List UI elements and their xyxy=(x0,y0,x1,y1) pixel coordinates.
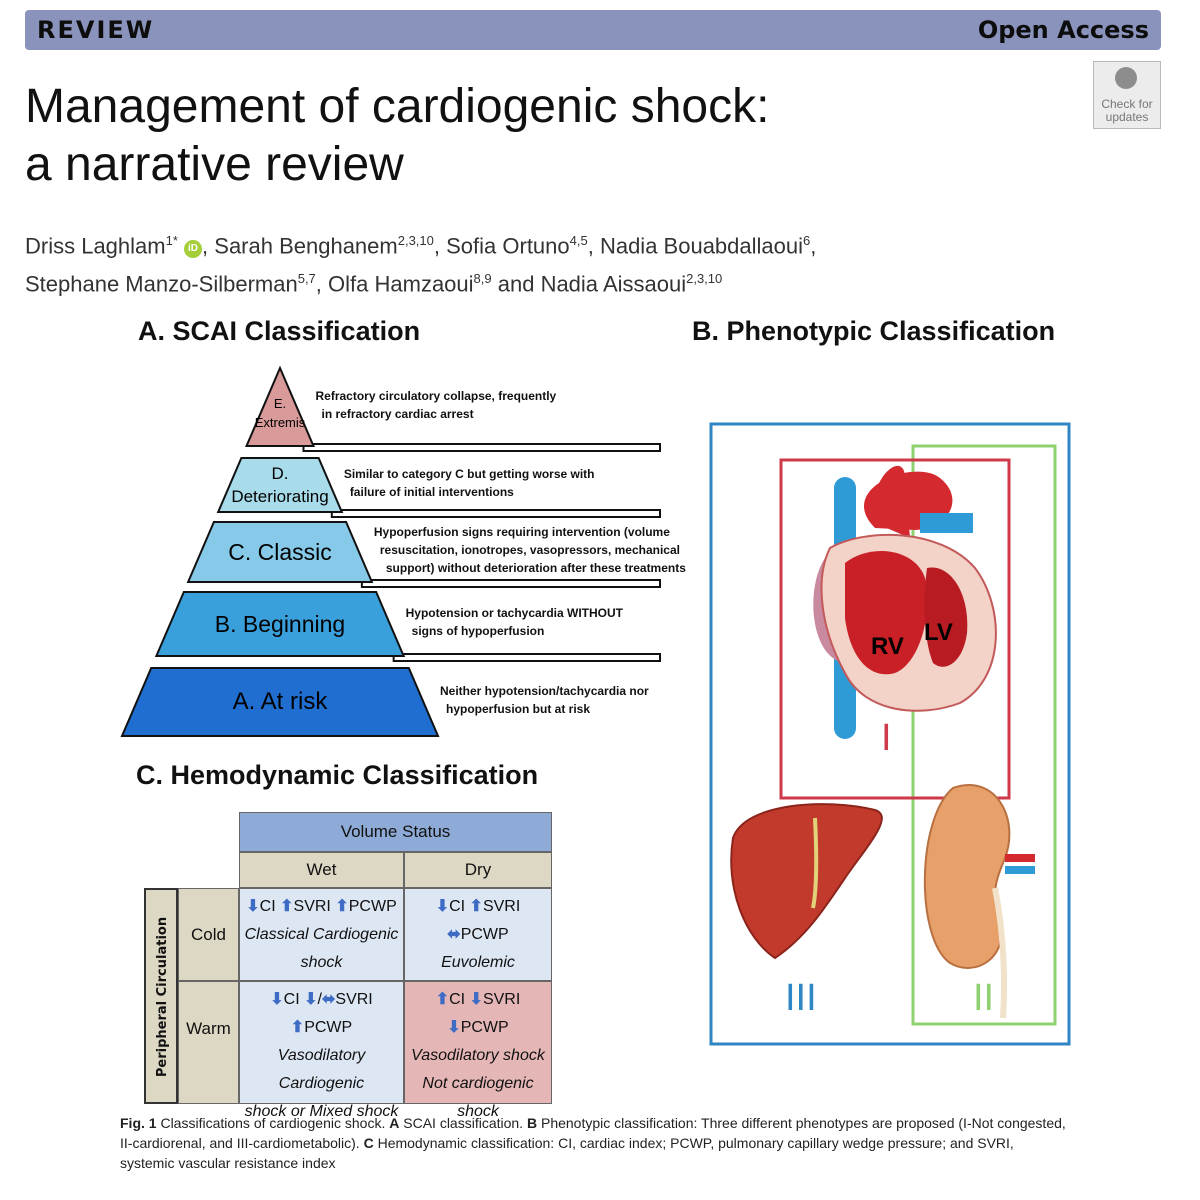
scai-level-4 xyxy=(120,667,440,737)
col-wet: Wet xyxy=(239,852,404,888)
check-line-1: Check for xyxy=(1101,97,1153,111)
phenotype-ii-frame xyxy=(911,444,1057,1026)
lv-label: LV xyxy=(924,619,953,646)
author-affiliation: 5,7 xyxy=(297,271,316,287)
rv-label: RV xyxy=(871,633,904,660)
author-affiliation: 6 xyxy=(803,233,811,248)
scai-level-description: Similar to category C but getting worse … xyxy=(343,467,595,499)
author-name[interactable]: Nadia Bouabdallaoui xyxy=(599,233,804,259)
check-for-updates-button[interactable]: Check for updates xyxy=(1093,61,1161,129)
scai-level-texts: E.Extremis Refractory circulatory collaps… xyxy=(0,0,1200,716)
phenotype-ii-label: II xyxy=(973,977,994,1019)
author-affiliation: 2,3,10 xyxy=(397,233,434,248)
author-name[interactable]: Sofia Ortuno xyxy=(446,233,570,259)
phenotype-i-frame xyxy=(779,458,1011,800)
row-warm: Warm xyxy=(178,981,239,1104)
author-name[interactable]: Nadia Aissaoui xyxy=(540,271,687,297)
col-dry: Dry xyxy=(404,852,552,888)
author-name[interactable]: Stephane Manzo-Silberman xyxy=(25,271,298,297)
panel-a-title: A. SCAI Classification xyxy=(138,316,421,346)
author-affiliation: 2,3,10 xyxy=(686,271,723,287)
caption-fig-label: Fig. 1 xyxy=(120,1115,157,1131)
scai-level-label: E.Extremis xyxy=(254,396,306,430)
phenotype-i-label: I xyxy=(881,717,892,759)
heart-icon xyxy=(813,465,997,739)
cell-cold-dry: ⬇CI ⬆SVRI ⬌PCWP Euvolemic Cardiogenic sh… xyxy=(404,888,552,1027)
scai-level-3 xyxy=(154,591,406,657)
open-access-label: Open Access xyxy=(977,16,1149,44)
pyramid-divider-stripe xyxy=(330,509,661,518)
author-affiliation: 4,5 xyxy=(569,233,588,248)
scai-level-0 xyxy=(244,365,316,447)
scai-level-1 xyxy=(216,457,344,513)
liver-icon xyxy=(730,803,883,960)
panel-b-title: B. Phenotypic Classification xyxy=(692,316,1056,346)
phenotype-iii-label: III xyxy=(785,977,817,1019)
author-name[interactable]: Sarah Benghanem xyxy=(214,233,398,259)
check-line-2: updates xyxy=(1105,110,1149,124)
author-name[interactable]: Olfa Hamzaoui xyxy=(328,271,474,297)
scai-level-label: D.Deteriorating xyxy=(231,464,329,506)
scai-level-description: Hypoperfusion signs requiring interventi… xyxy=(373,525,686,575)
pyramid-divider-stripe xyxy=(360,579,661,588)
article-title: Management of cardiogenic shock: a narra… xyxy=(25,78,769,194)
phenotype-outer-frame xyxy=(709,422,1071,1046)
volume-status-header: Volume Status xyxy=(239,812,552,852)
kidney-icon xyxy=(923,784,1035,1019)
hemodynamic-table: Volume Status Wet Dry Peripheral Circula… xyxy=(0,0,552,1120)
peripheral-circulation-label: Peripheral Circulation xyxy=(144,888,178,1104)
article-type-label: REVIEW xyxy=(37,16,155,44)
scai-pyramid xyxy=(120,365,661,737)
scai-level-label: B. Beginning xyxy=(214,610,346,637)
scai-level-label: C. Classic xyxy=(228,538,332,565)
panel-c-title: C. Hemodynamic Classification xyxy=(136,760,539,790)
author-name[interactable]: Driss Laghlam xyxy=(25,233,166,259)
author-list: Driss Laghlam1* iD, Sarah Benghanem2,3,1… xyxy=(25,233,817,297)
title-line-1: Management of cardiogenic shock: xyxy=(25,80,770,133)
cell-warm-wet: ⬇CI ⬇/⬌SVRI ⬆PCWP Vasodilatory Cardiogen… xyxy=(239,981,404,1120)
orcid-icon[interactable]: iD xyxy=(184,240,203,259)
cell-warm-dry: ⬆CI ⬇SVRI ⬇PCWP Vasodilatory shock Not c… xyxy=(404,981,552,1120)
cell-cold-wet: ⬇CI ⬆SVRI ⬆PCWP Classical Cardiogenic sh… xyxy=(239,888,404,981)
scai-level-description: Refractory circulatory collapse, frequen… xyxy=(315,389,557,421)
crossmark-icon xyxy=(1115,67,1137,89)
journal-header-bar: REVIEW Open Access xyxy=(25,10,1161,50)
pyramid-divider-stripe xyxy=(302,443,661,452)
scai-level-label: A. At risk xyxy=(232,688,328,715)
author-affiliation: 8,9 xyxy=(473,271,492,287)
figure-caption: Fig. 1 Classifications of cardiogenic sh… xyxy=(120,1115,1066,1171)
row-cold: Cold xyxy=(178,888,239,981)
author-affiliation: 1* xyxy=(165,233,178,248)
pyramid-divider-stripe xyxy=(392,653,661,662)
scai-level-2 xyxy=(186,521,374,583)
phenotype-figure: RV LV I III II xyxy=(709,422,1071,1046)
title-line-2: a narrative review xyxy=(25,138,404,191)
